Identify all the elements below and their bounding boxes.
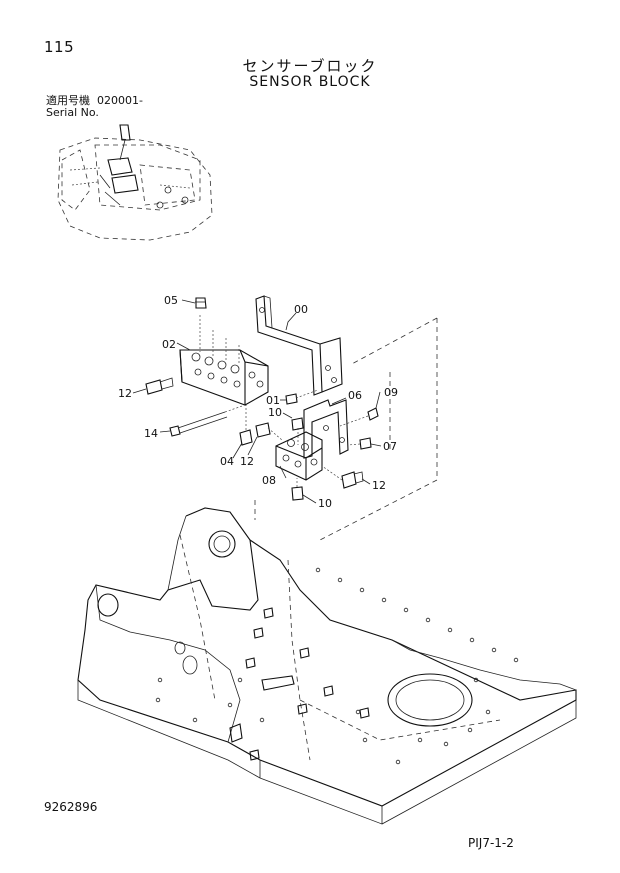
part-09-bolt bbox=[339, 407, 379, 427]
assembly-envelope bbox=[254, 317, 438, 541]
callout-00: 00 bbox=[294, 303, 308, 316]
part-12-sensor-left bbox=[145, 377, 174, 395]
title-english: SENSOR BLOCK bbox=[249, 74, 371, 90]
callout-12-right: 12 bbox=[372, 479, 386, 492]
serial-label-jp: 適用号機 bbox=[46, 94, 90, 107]
part-10-plug-upper bbox=[291, 417, 304, 445]
callout-10-lower: 10 bbox=[318, 497, 332, 510]
leader-lines bbox=[132, 299, 382, 504]
part-02-manifold-block bbox=[179, 315, 269, 406]
sheet-code: PIJ7-1-2 bbox=[468, 836, 514, 850]
serial-label-en: Serial No. bbox=[46, 106, 99, 119]
callout-07: 07 bbox=[383, 440, 397, 453]
location-thumbnail bbox=[57, 124, 213, 241]
part-12-sensor-middle bbox=[255, 422, 283, 441]
part-14-bolt bbox=[169, 404, 246, 437]
page-number: 115 bbox=[44, 38, 75, 56]
part-04-fitting bbox=[239, 405, 253, 446]
part-00-bracket bbox=[255, 295, 343, 396]
callout-10-upper: 10 bbox=[268, 406, 282, 419]
part-08-sensor-block bbox=[275, 431, 323, 481]
part-05-plug bbox=[195, 297, 207, 309]
callout-06: 06 bbox=[348, 389, 362, 402]
part-07-bolt bbox=[347, 437, 372, 450]
machine-frame bbox=[77, 507, 577, 825]
title-japanese: センサーブロック bbox=[242, 57, 378, 75]
callout-12-left: 12 bbox=[118, 387, 132, 400]
callout-04: 04 bbox=[220, 455, 234, 468]
part-10-plug-lower bbox=[291, 478, 304, 501]
serial-info: 適用号機 020001- Serial No. bbox=[46, 95, 143, 119]
document-number: 9262896 bbox=[44, 800, 98, 814]
part-06-bracket bbox=[303, 399, 349, 459]
part-12-sensor-right bbox=[321, 465, 364, 489]
callout-05: 05 bbox=[164, 294, 178, 307]
part-01-bolt bbox=[285, 389, 319, 405]
callout-09: 09 bbox=[384, 386, 398, 399]
callout-08: 08 bbox=[262, 474, 276, 487]
callout-14: 14 bbox=[144, 427, 158, 440]
callout-02: 02 bbox=[162, 338, 176, 351]
callout-12-middle: 12 bbox=[240, 455, 254, 468]
serial-value: 020001- bbox=[97, 94, 143, 107]
callout-01: 01 bbox=[266, 394, 280, 407]
